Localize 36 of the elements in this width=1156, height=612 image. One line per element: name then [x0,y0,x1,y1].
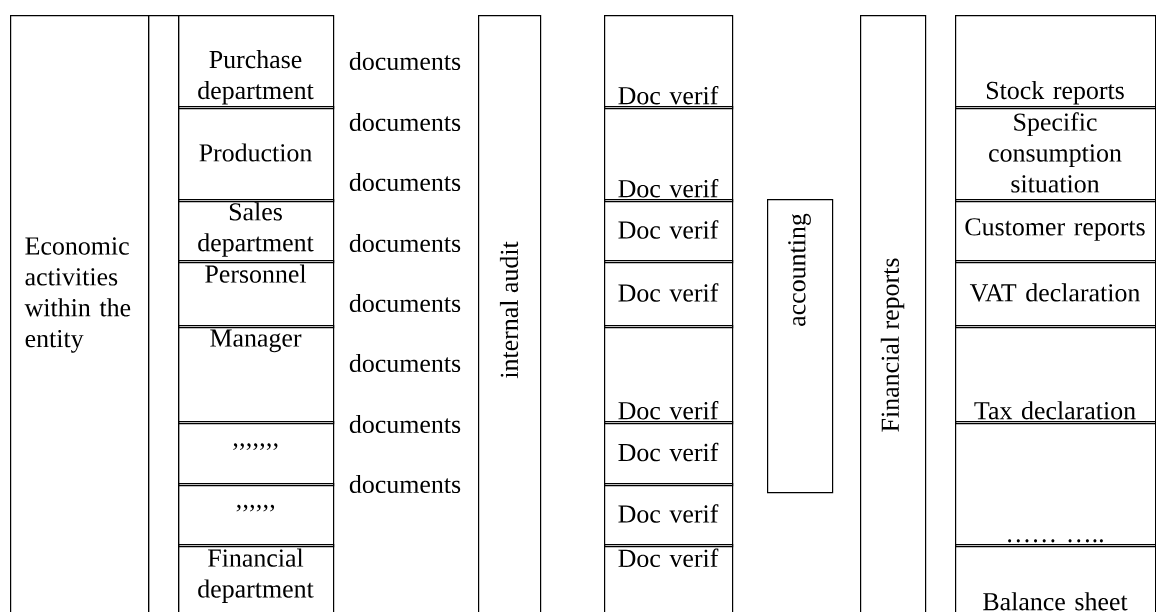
table-cell: Doc verif [604,199,734,264]
table-cell: Doc verif [604,544,734,612]
table-cell: Production [178,106,335,203]
table-cell: Stock reports [955,15,1156,110]
table-cell: Customer reports [955,199,1156,264]
table-cell: ’’’’’’’ [178,421,335,487]
text-label: documents [349,474,461,494]
text-label: documents [349,233,461,253]
table-cell: Doc verif [604,483,734,548]
table-cell: Tax declaration [955,325,1156,425]
table-cell: Balance sheet [955,544,1156,612]
process-column: internal audit [478,15,542,612]
table-cell: …… ….. [955,421,1156,548]
table-cell: Doc verif [604,106,734,203]
table-cell: Personnel [178,260,335,329]
table-cell: Purchase department [178,15,335,110]
text-label: documents [349,293,461,313]
table-cell: Doc verif [604,421,734,487]
process-column: accounting [767,199,834,494]
table-cell: Doc verif [604,260,734,329]
column-box [148,15,180,612]
process-column: Financial reports [860,15,927,612]
table-cell: Doc verif [604,325,734,425]
text-label: documents [349,172,461,192]
table-cell: Financial department [178,544,335,612]
table-cell: Specific consumption situation [955,106,1156,203]
text-label: documents [349,112,461,132]
table-cell: VAT declaration [955,260,1156,329]
table-cell: Doc verif [604,15,734,110]
text-label: documents [349,414,461,434]
activity-box: Economic activities within the entity [10,15,150,612]
text-label: documents [349,51,461,71]
table-cell: Manager [178,325,335,425]
text-label: documents [349,353,461,373]
table-cell: Sales department [178,199,335,264]
table-cell: ’’’’’’ [178,483,335,548]
